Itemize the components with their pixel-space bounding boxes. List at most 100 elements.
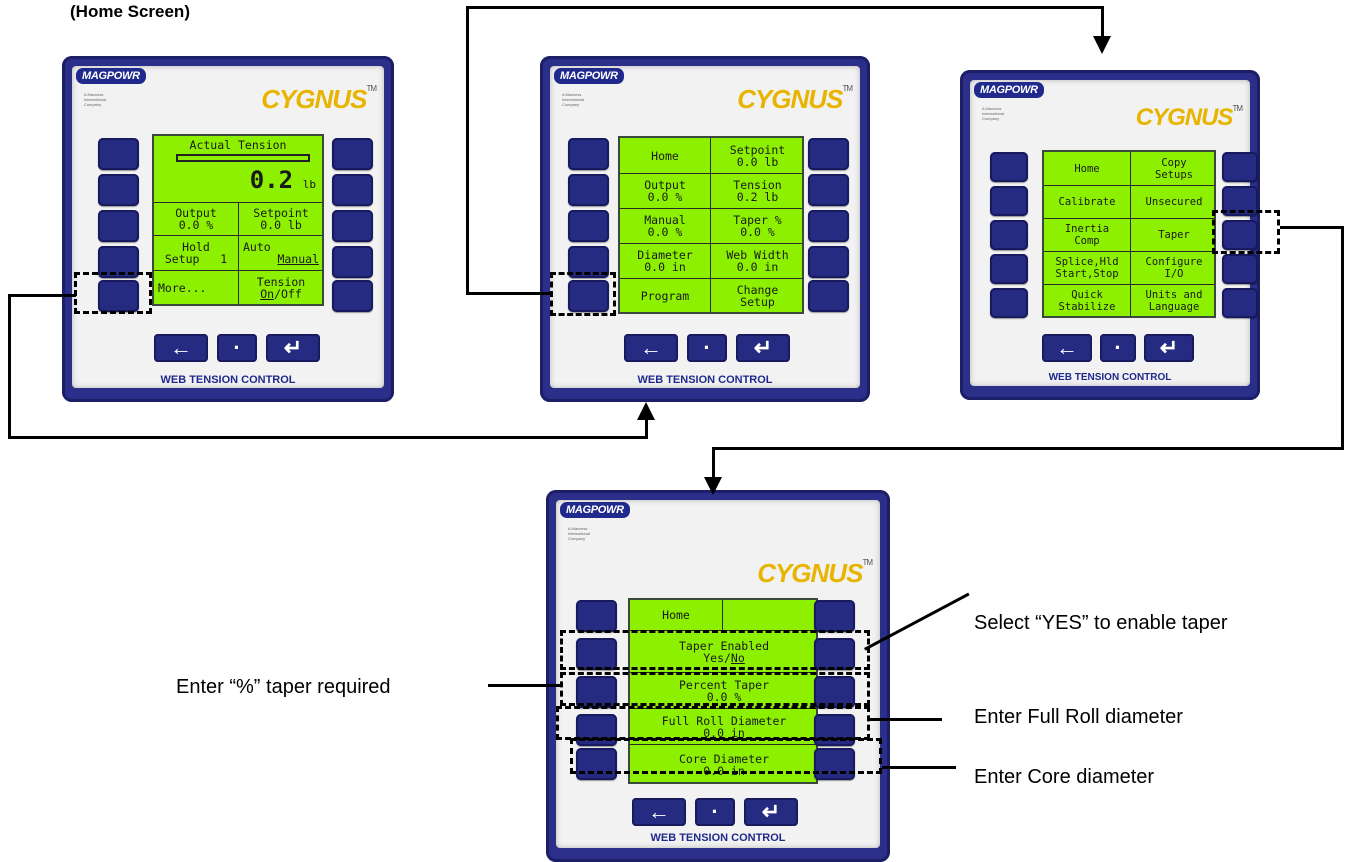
highlight-more-key (74, 272, 152, 314)
softkey-right-5[interactable] (814, 748, 855, 780)
softkey-left-1[interactable] (98, 138, 139, 170)
connector-program-to-settings (466, 292, 552, 295)
device-panel-menu: MAGPOWR A Maxcess International Company … (540, 56, 870, 402)
prog-home[interactable]: Home (1074, 162, 1100, 175)
highlight-taper-key (1212, 210, 1280, 254)
softkey-right-3[interactable] (808, 210, 849, 242)
highlight-percent-taper-row (560, 672, 870, 706)
enter-key[interactable]: ↵ (736, 334, 790, 362)
menu-web-width[interactable]: Web Width 0.0 in (726, 247, 789, 274)
prog-copy-setups[interactable]: Copy Setups (1155, 156, 1193, 181)
softkey-left-2[interactable] (568, 174, 609, 206)
arrow-up-icon (637, 402, 655, 420)
magpowr-logo: MAGPOWR (560, 502, 630, 518)
softkey-left-1[interactable] (990, 152, 1028, 182)
softkey-right-3[interactable] (332, 210, 373, 242)
menu-change-setup[interactable]: Change Setup (736, 283, 779, 309)
softkey-right-1[interactable] (1222, 152, 1258, 182)
softkey-left-2[interactable] (98, 174, 139, 206)
enter-key[interactable]: ↵ (266, 334, 320, 362)
lcd-screen-program: Home Copy Setups Calibrate Unsecured Ine… (1042, 150, 1216, 318)
annotation-enter-percent: Enter “%” taper required (176, 676, 391, 698)
prog-quick-stabilize[interactable]: Quick Stabilize (1058, 289, 1116, 313)
prog-inertia-comp[interactable]: Inertia Comp (1064, 222, 1110, 247)
menu-home[interactable]: Home (651, 148, 679, 163)
menu-output[interactable]: Output 0.0 % (644, 177, 686, 204)
back-arrow-key[interactable]: ← (632, 798, 686, 826)
softkey-right-1[interactable] (814, 600, 855, 632)
decimal-key[interactable]: · (695, 798, 735, 826)
decimal-key[interactable]: · (217, 334, 257, 362)
maxcess-logo: A Maxcess International Company (568, 526, 591, 541)
softkey-right-3[interactable] (814, 676, 855, 708)
enter-key[interactable]: ↵ (744, 798, 798, 826)
softkey-right-4[interactable] (332, 246, 373, 278)
maxcess-logo: A Maxcess International Company (84, 92, 107, 107)
annotation-enter-core: Enter Core diameter (974, 766, 1155, 788)
menu-tension[interactable]: Tension 0.2 lb (733, 177, 782, 204)
menu-manual[interactable]: Manual 0.0 % (644, 212, 686, 239)
more-cell: More... (158, 281, 207, 295)
softkey-left-5-program[interactable] (568, 280, 609, 312)
softkey-left-3[interactable] (98, 210, 139, 242)
prog-configure-io[interactable]: Configure I/O (1145, 255, 1203, 280)
back-arrow-key[interactable]: ← (1042, 334, 1092, 362)
softkey-left-3[interactable] (576, 676, 617, 708)
softkey-right-3-taper[interactable] (1222, 220, 1258, 250)
actual-tension-value: 0.2 (249, 166, 294, 194)
menu-taper-percent[interactable]: Taper % 0.0 % (733, 212, 782, 239)
decimal-key[interactable]: · (1100, 334, 1136, 362)
arrow-down-icon (704, 477, 722, 495)
lcd-screen-menu: Home Setpoint 0.0 lb Output 0.0 % Tensio… (618, 136, 804, 314)
highlight-full-roll-row (556, 706, 870, 740)
cygnus-logo: CYGNUSTM (737, 84, 853, 114)
prog-units-language[interactable]: Units and Language (1145, 289, 1203, 313)
decimal-key[interactable]: · (687, 334, 727, 362)
prog-taper[interactable]: Taper (1158, 228, 1190, 241)
softkey-left-5-more[interactable] (98, 280, 139, 312)
softkey-left-4[interactable] (990, 254, 1028, 284)
softkey-left-1[interactable] (576, 600, 617, 632)
menu-diameter[interactable]: Diameter 0.0 in (637, 247, 693, 274)
softkey-left-5[interactable] (990, 288, 1028, 318)
softkey-right-2[interactable] (808, 174, 849, 206)
softkey-right-5[interactable] (808, 280, 849, 312)
prog-splice[interactable]: Splice,Hld Start,Stop (1055, 255, 1119, 280)
menu-setpoint[interactable]: Setpoint 0.0 lb (729, 142, 786, 169)
softkey-left-3[interactable] (990, 220, 1028, 250)
device-panel-home: MAGPOWR A Maxcess International Company … (62, 56, 394, 402)
cygnus-logo: CYGNUSTM (261, 84, 377, 114)
softkey-right-1[interactable] (332, 138, 373, 170)
menu-program[interactable]: Program (640, 289, 690, 303)
back-arrow-key[interactable]: ← (624, 334, 678, 362)
softkey-right-1[interactable] (808, 138, 849, 170)
softkey-right-2[interactable] (814, 638, 855, 670)
softkey-left-3[interactable] (568, 210, 609, 242)
prog-calibrate[interactable]: Calibrate (1058, 195, 1116, 208)
softkey-right-2[interactable] (332, 174, 373, 206)
softkey-right-4[interactable] (808, 246, 849, 278)
highlight-taper-enabled-row (560, 630, 870, 670)
connector-more-to-menu (8, 294, 76, 297)
softkey-right-5[interactable] (332, 280, 373, 312)
softkey-left-2[interactable] (990, 186, 1028, 216)
softkey-left-5[interactable] (576, 748, 617, 780)
back-arrow-key[interactable]: ← (154, 334, 208, 362)
softkey-left-1[interactable] (568, 138, 609, 170)
home-screen-heading: (Home Screen) (70, 2, 190, 21)
magpowr-logo: MAGPOWR (974, 82, 1044, 98)
softkey-right-5[interactable] (1222, 288, 1258, 318)
taper-home[interactable]: Home (662, 608, 690, 622)
prog-unsecured[interactable]: Unsecured (1145, 195, 1203, 208)
softkey-left-2[interactable] (576, 638, 617, 670)
enter-key[interactable]: ↵ (1144, 334, 1194, 362)
softkey-right-4[interactable] (1222, 254, 1258, 284)
highlight-program-key (550, 272, 616, 316)
actual-tension-unit: lb (302, 178, 316, 191)
